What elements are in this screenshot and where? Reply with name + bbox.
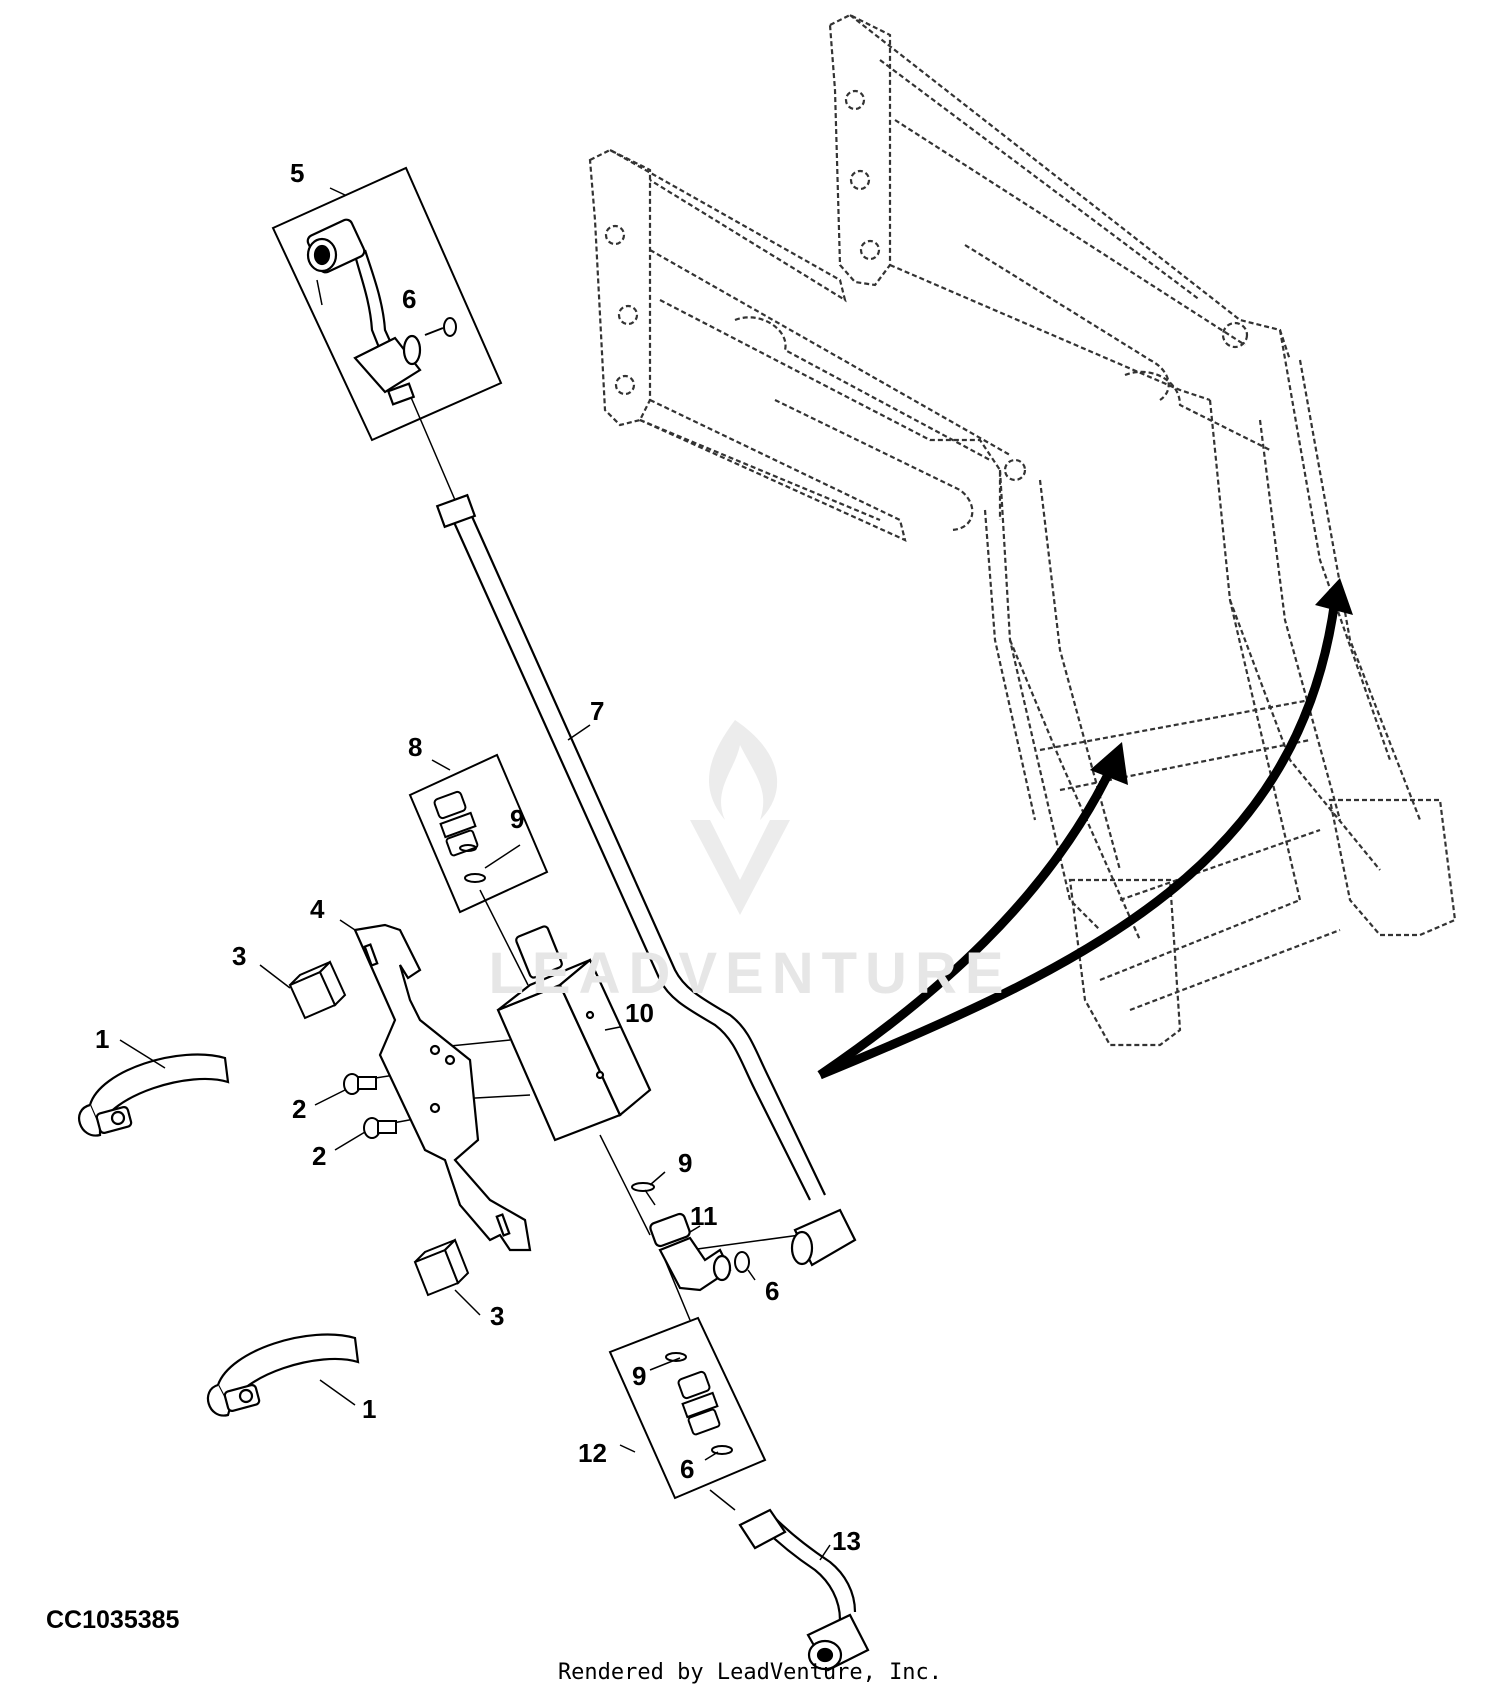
- item-7-leader: [567, 724, 591, 741]
- item-11-elbow-fitting: [649, 1212, 732, 1292]
- callout-11: 11: [690, 1201, 718, 1231]
- item-3-spacer-lower: [413, 1238, 470, 1297]
- item-2-bolt-lower: [363, 1117, 397, 1139]
- item-8-box: [408, 753, 549, 914]
- watermark-logo-icon: [690, 720, 790, 915]
- callout-12: 12: [578, 1438, 607, 1468]
- item-7-long-tube: [435, 493, 857, 1267]
- rendered-by-credit: Rendered by LeadVenture, Inc.: [557, 1660, 943, 1685]
- callout-7: 7: [590, 696, 604, 726]
- item-6-o-ring-mid: [734, 1251, 750, 1273]
- callout-13: 13: [832, 1526, 861, 1556]
- callout-6-upper: 6: [402, 284, 416, 314]
- item-2-bolt-upper: [343, 1073, 377, 1095]
- callout-9-upper: 9: [510, 804, 524, 834]
- callout-10: 10: [625, 998, 654, 1028]
- item-3-spacer-upper: [288, 960, 347, 1020]
- item-6-o-ring-lower: [711, 1445, 733, 1455]
- callout-9-lower: 9: [632, 1361, 646, 1391]
- callout-2-upper: 2: [292, 1094, 306, 1124]
- diagram-id-code: CC1035385: [46, 1606, 180, 1634]
- callout-1-upper: 1: [95, 1024, 109, 1054]
- callout-5: 5: [290, 158, 304, 188]
- item-5-tube-fitting: [306, 218, 422, 406]
- callout-9-mid: 9: [678, 1148, 692, 1178]
- item-9-o-ring-a: [459, 844, 486, 883]
- item-12-box: [608, 1316, 767, 1500]
- item-9-o-ring-b: [631, 1182, 655, 1192]
- callout-6-lower: 6: [680, 1454, 694, 1484]
- watermark-text: LEADVENTURE: [488, 941, 1012, 1006]
- item-9-o-ring-c: [665, 1352, 687, 1362]
- item-10-valve-block: [496, 925, 652, 1142]
- callout-8: 8: [408, 732, 422, 762]
- item-5-box: [271, 166, 503, 442]
- item-13-lower-tube: [738, 1508, 870, 1672]
- callout-3-lower: 3: [490, 1301, 504, 1331]
- callout-leader-lines: [119, 279, 831, 1561]
- callout-6-mid: 6: [765, 1276, 779, 1306]
- item-1-clamp-lower: [207, 1333, 360, 1417]
- item-12-adapter: [677, 1370, 721, 1436]
- loader-frame-outline: [588, 13, 1457, 1047]
- item-8-connector: [433, 790, 479, 857]
- location-arrows-icon: [817, 578, 1353, 1080]
- callout-1-lower: 1: [362, 1394, 376, 1424]
- item-1-clamp-upper: [78, 1053, 230, 1137]
- callout-4: 4: [310, 894, 325, 924]
- item-6-o-ring-upper: [424, 317, 457, 337]
- item-4-bracket: [353, 923, 532, 1252]
- callout-3-upper: 3: [232, 941, 246, 971]
- callout-2-lower: 2: [312, 1141, 326, 1171]
